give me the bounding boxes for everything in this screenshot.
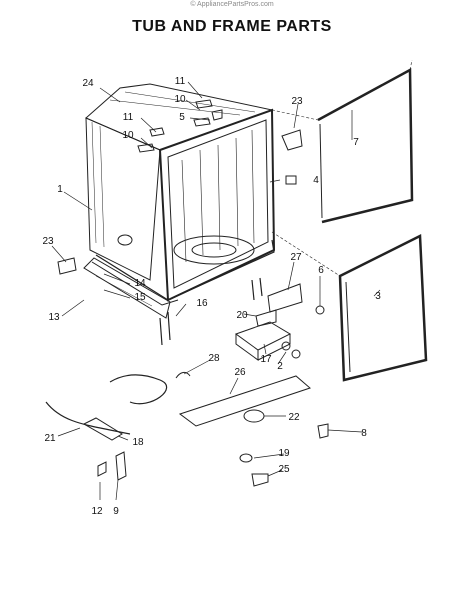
callout-11: 11	[123, 112, 134, 123]
gasket-3	[338, 234, 428, 382]
shield-26	[178, 375, 311, 427]
bracket-20	[255, 309, 277, 327]
watermark: © AppliancePartsPros.com	[190, 1, 274, 8]
callout-17: 17	[260, 354, 272, 365]
bracket-23-left	[57, 257, 77, 275]
bracket-27	[267, 283, 303, 313]
part-19	[239, 453, 253, 463]
callout-10: 10	[174, 94, 186, 105]
tub-sump	[173, 235, 255, 265]
callout-6: 6	[318, 265, 324, 276]
callout-19: 19	[278, 448, 290, 459]
callout-23: 23	[291, 96, 303, 107]
page-title: TUB AND FRAME PARTS	[132, 18, 332, 35]
callout-27: 27	[290, 252, 302, 263]
base-frame	[95, 239, 275, 301]
callout-5: 5	[179, 112, 185, 123]
callout-3: 3	[375, 291, 381, 302]
callout-21: 21	[44, 433, 56, 444]
callout-22: 22	[288, 412, 300, 423]
callout-28: 28	[208, 353, 220, 364]
callout-26: 26	[234, 367, 246, 378]
leveling-leg	[251, 277, 263, 301]
callout-25: 25	[278, 464, 290, 475]
part-12	[97, 461, 107, 477]
callout-9: 9	[113, 506, 119, 517]
callout-12: 12	[91, 506, 103, 517]
callout-16: 16	[196, 298, 208, 309]
cable-21	[45, 401, 131, 435]
part-8	[317, 423, 329, 439]
callout-20: 20	[236, 310, 248, 321]
callout-24: 24	[82, 78, 94, 89]
callout-13: 13	[48, 312, 60, 323]
left-support-rail	[83, 257, 171, 319]
callout-11: 11	[175, 76, 186, 87]
callout-23: 23	[42, 236, 54, 247]
gasket-7	[317, 67, 414, 224]
callout-14: 14	[134, 278, 146, 289]
wire-harness-28	[109, 374, 168, 405]
callout-4: 4	[313, 175, 319, 186]
callout-7: 7	[353, 137, 359, 148]
callout-8: 8	[361, 428, 367, 439]
part-9	[115, 451, 127, 481]
callout-10: 10	[122, 130, 134, 141]
callout-18: 18	[132, 437, 144, 448]
bracket-23-top	[281, 129, 303, 151]
part-22	[243, 409, 265, 423]
callout-15: 15	[134, 292, 146, 303]
callout-2: 2	[277, 361, 283, 372]
callout-1: 1	[57, 184, 63, 195]
part-25	[251, 473, 269, 487]
